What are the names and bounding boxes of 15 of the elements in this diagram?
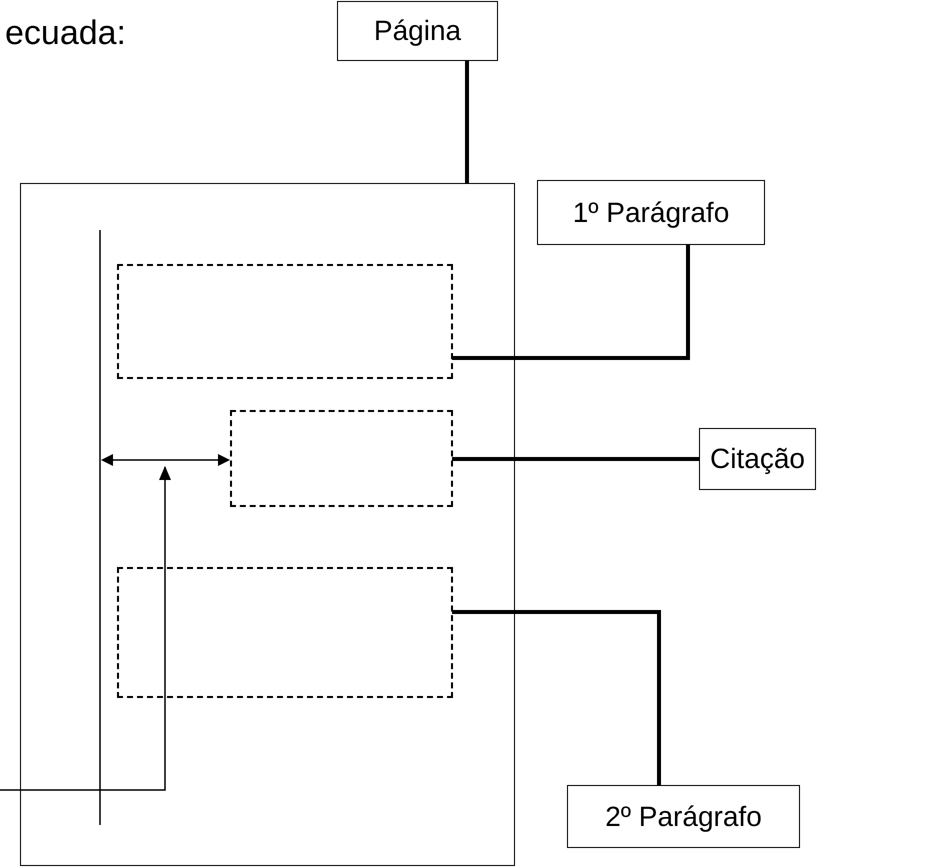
leader-line [452,245,690,360]
leader-line [465,61,469,183]
quotation-outline [230,410,453,507]
label-box: Página [337,1,498,61]
pointer-arrow [0,466,171,791]
label-box: 1º Parágrafo [537,180,765,245]
paragraph-outline [117,264,453,379]
leader-line [452,610,661,785]
paragraph-outline [117,567,453,698]
label-box: Citação [699,428,816,490]
indent-dimension-arrow [101,452,230,468]
label-box: 2º Parágrafo [567,785,800,848]
leader-line [452,457,699,461]
page-outline [20,183,515,866]
heading-text: ecuada: [5,14,126,53]
